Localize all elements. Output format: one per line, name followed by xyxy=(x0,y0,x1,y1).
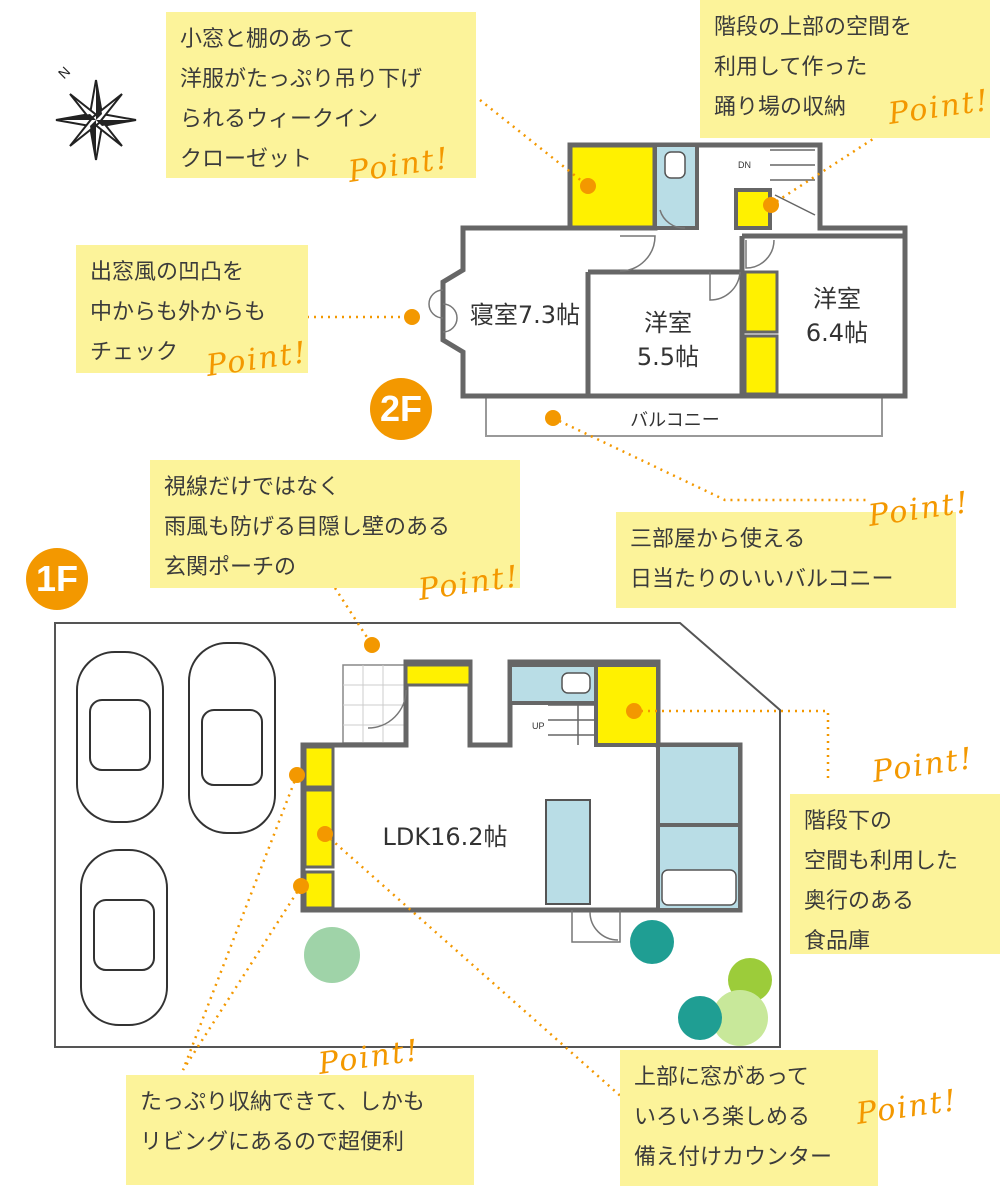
floor-badge-2f: 2F xyxy=(370,378,432,440)
note-counter: 上部に窓があって いろいろ楽しめる 備え付けカウンター xyxy=(620,1050,878,1186)
note-pantry: 階段下の 空間も利用した 奥行のある 食品庫 xyxy=(790,794,1000,954)
room-bedroom: 寝室7.3帖 xyxy=(469,301,581,329)
compass-icon xyxy=(55,79,137,161)
stairs-up-label: UP xyxy=(532,721,545,731)
room-western-b: 洋室 6.4帖 xyxy=(805,285,869,347)
note-balcony: 三部屋から使える 日当たりのいいバルコニー xyxy=(616,512,956,608)
room-western-a: 洋室 5.5帖 xyxy=(636,309,700,371)
room-ldk: LDK16.2帖 xyxy=(382,823,508,851)
note-entrance-porch: 視線だけではなく 雨風も防げる目隠し壁のある 玄関ポーチの xyxy=(150,460,520,588)
stairs-down-label: DN xyxy=(738,160,751,170)
first-floor-plan xyxy=(54,622,781,1048)
svg-text:N: N xyxy=(55,63,73,81)
note-storage: たっぷり収納できて、しかも リビングにあるので超便利 xyxy=(126,1075,474,1185)
note-landing-storage: 階段の上部の空間を 利用して作った 踊り場の収納 xyxy=(700,0,990,138)
note-walk-in-closet: 小窓と棚のあって 洋服がたっぷり吊り下げ られるウィークイン クローゼット xyxy=(166,12,476,178)
note-bay-window: 出窓風の凹凸を 中からも外からも チェック xyxy=(76,245,308,373)
leader-lines xyxy=(181,99,891,1101)
floor-badge-1f: 1F xyxy=(26,548,88,610)
point-markers xyxy=(289,178,779,894)
room-balcony: バルコニー xyxy=(630,410,720,431)
